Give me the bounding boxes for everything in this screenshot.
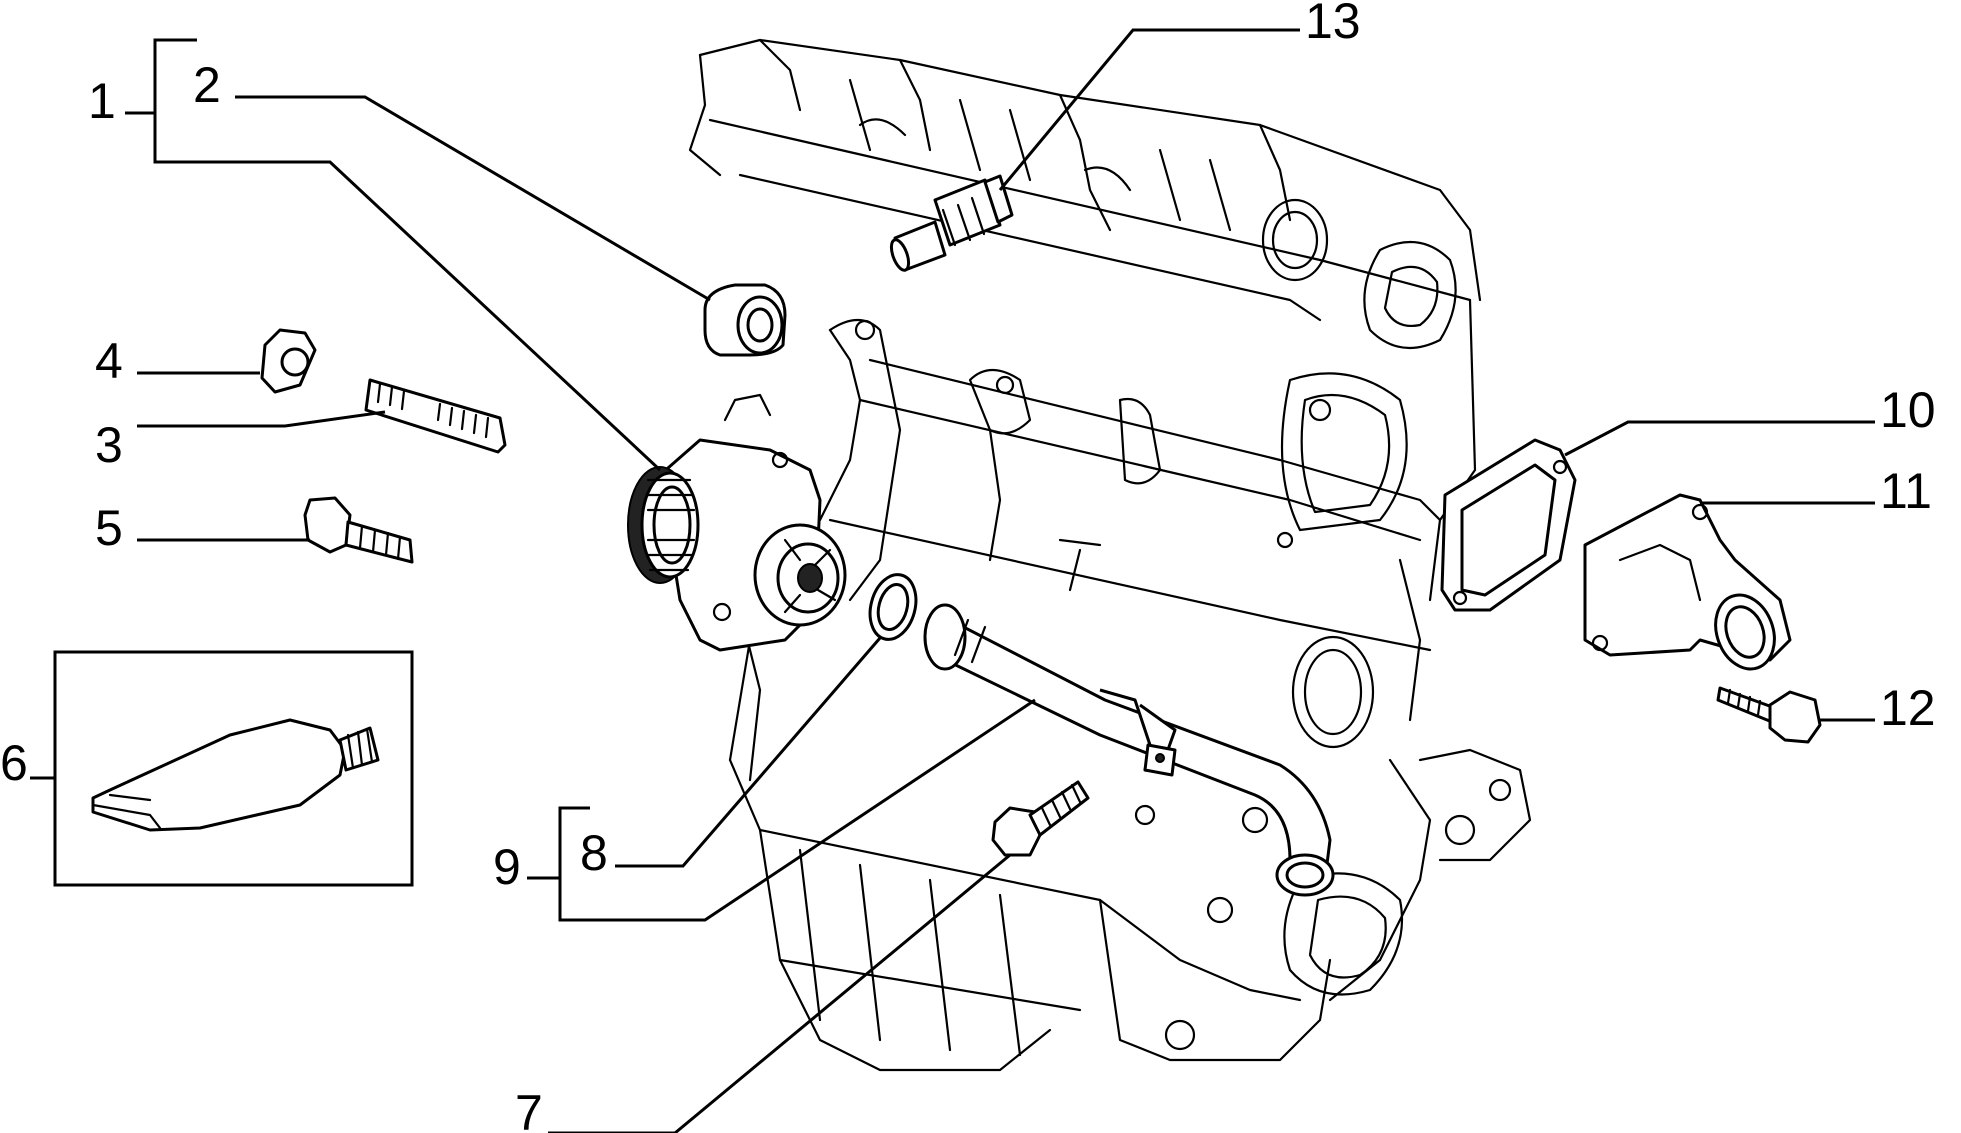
part-1-water-pump <box>627 393 847 652</box>
callout-9: 9 <box>493 839 521 895</box>
callout-2: 2 <box>193 57 221 113</box>
leader-lines <box>30 28 1875 1133</box>
part-10-gasket <box>1440 438 1577 612</box>
leader-7 <box>548 853 1011 1133</box>
part-13-temperature-sender <box>889 174 1014 272</box>
callout-13: 13 <box>1305 0 1361 49</box>
part-5-bolt <box>303 496 414 564</box>
leader-1-bracket <box>153 38 662 472</box>
callout-3: 3 <box>95 417 123 473</box>
part-11-thermostat-housing <box>1583 493 1792 671</box>
callout-7: 7 <box>515 1085 543 1133</box>
callout-1: 1 <box>88 73 116 129</box>
engine-block <box>688 38 1532 1072</box>
leader-3 <box>137 410 386 428</box>
callout-4: 4 <box>95 333 123 389</box>
callout-12: 12 <box>1880 680 1936 736</box>
part-2-spacer <box>703 283 787 357</box>
callout-11: 11 <box>1880 463 1932 519</box>
leader-8 <box>615 637 882 868</box>
part-6-sealant-box <box>53 650 414 887</box>
leader-13 <box>998 28 1300 191</box>
leader-2 <box>235 95 711 302</box>
leader-9-bracket <box>558 698 1036 922</box>
callout-10: 10 <box>1880 382 1936 438</box>
part-7-bolt <box>991 780 1090 857</box>
callout-5: 5 <box>95 500 123 556</box>
callout-6: 6 <box>0 735 28 791</box>
part-9-coolant-pipe <box>923 603 1335 897</box>
part-12-bolt <box>1716 686 1822 744</box>
callout-8: 8 <box>580 825 608 881</box>
part-3-stud <box>364 378 507 454</box>
part-4-nut <box>260 328 317 394</box>
leader-10 <box>1564 420 1875 457</box>
part-8-seal-ring <box>868 573 918 641</box>
